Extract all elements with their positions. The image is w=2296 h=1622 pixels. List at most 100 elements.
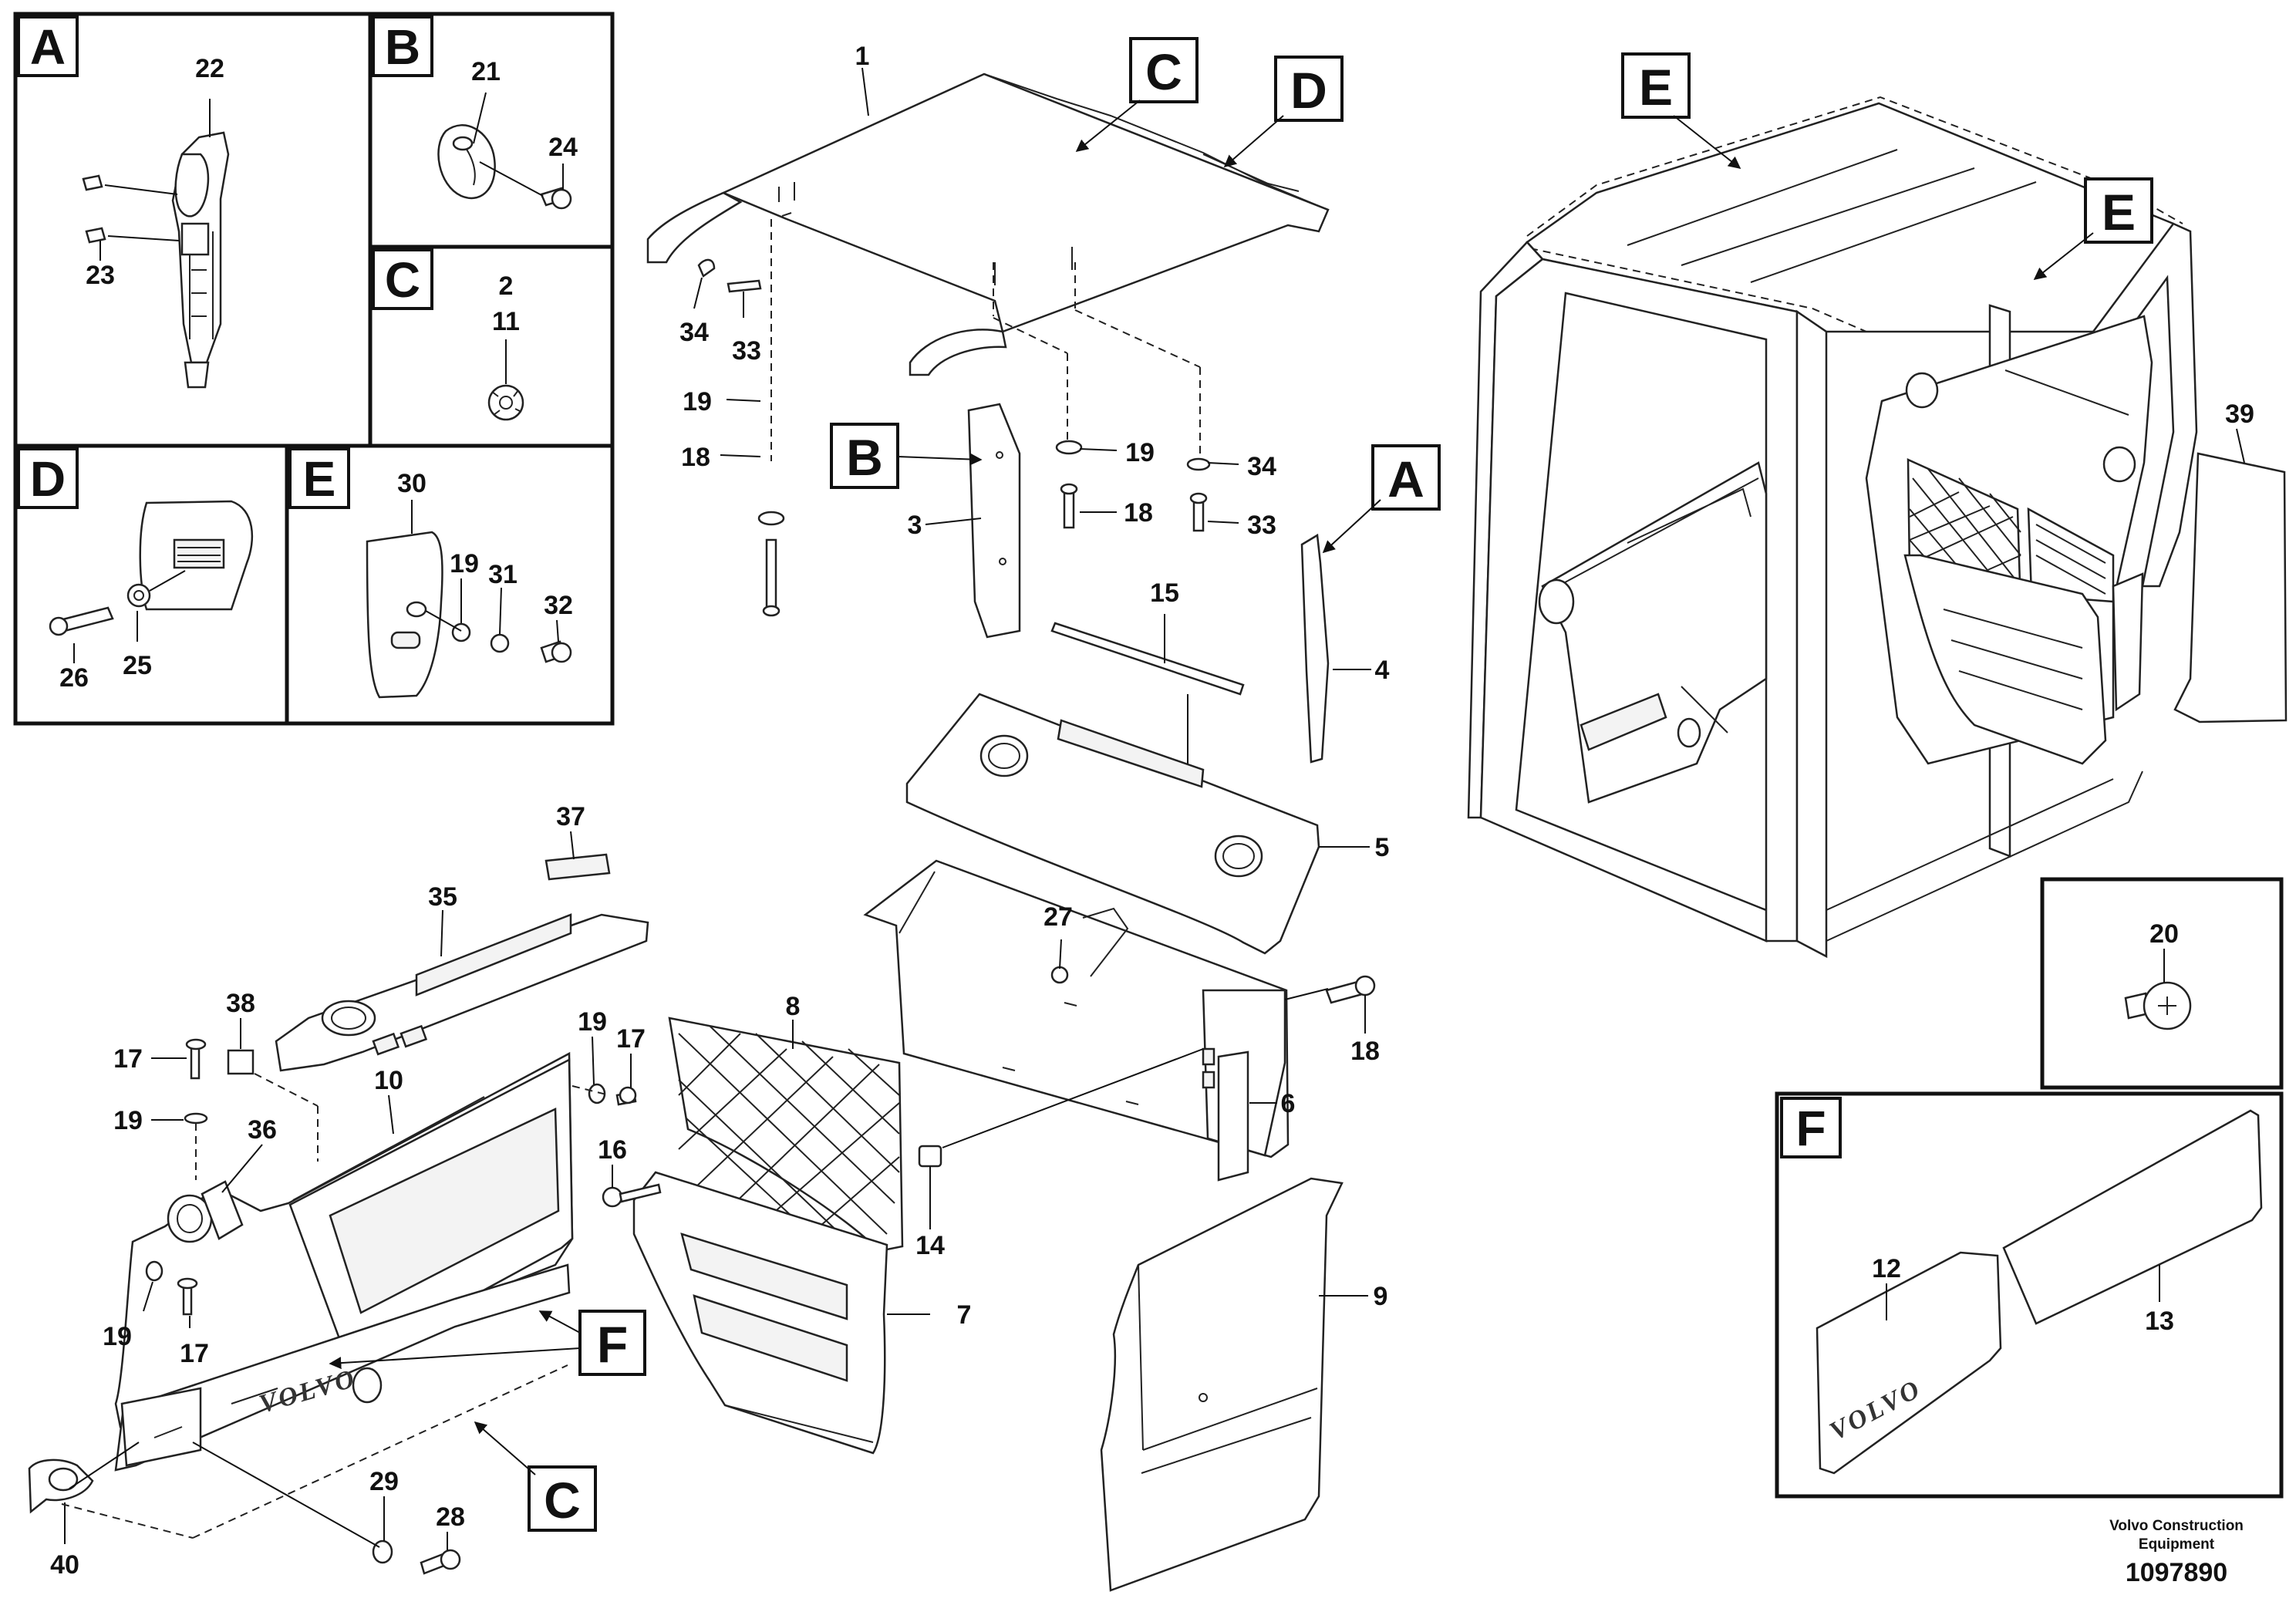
part-label-17-top: 17 — [113, 1044, 143, 1074]
roof-liner-drawing — [646, 73, 1330, 376]
corner-trim-6 — [1217, 1050, 1249, 1182]
part-label-33-left: 33 — [732, 336, 761, 366]
part-label-23: 23 — [86, 261, 115, 290]
box-letter-d: D — [17, 447, 79, 509]
callout-e-side: E — [2084, 177, 2153, 244]
part-label-25: 25 — [123, 651, 152, 680]
svg-text:D: D — [30, 451, 66, 507]
part-label-19-roof-mid: 19 — [1125, 438, 1155, 467]
svg-text:C: C — [544, 1472, 581, 1529]
svg-text:E: E — [1639, 59, 1673, 116]
svg-text:C: C — [1145, 43, 1182, 100]
plate-38 — [227, 1049, 255, 1075]
box-a-handle-drawing — [82, 131, 230, 389]
part-label-31: 31 — [488, 560, 518, 589]
part-label-22: 22 — [195, 54, 224, 83]
side-liner-9 — [1100, 1177, 1344, 1592]
part-label-36: 36 — [248, 1115, 277, 1145]
part-label-2: 2 — [499, 271, 514, 301]
part-label-19-top: 19 — [113, 1106, 143, 1135]
part-label-38: 38 — [226, 989, 255, 1018]
top-console-35 — [275, 913, 649, 1072]
part-label-9: 9 — [1374, 1282, 1388, 1311]
part-label-3: 3 — [908, 511, 922, 540]
part-label-7: 7 — [957, 1300, 972, 1330]
part-label-19-lower: 19 — [103, 1322, 132, 1351]
svg-text:E: E — [2102, 184, 2136, 241]
footer-credit: Volvo Construction Equipment 1097890 — [2109, 1518, 2244, 1587]
part-label-4: 4 — [1375, 656, 1390, 685]
part-label-20: 20 — [2149, 919, 2179, 949]
side-console-10 — [114, 1051, 574, 1472]
part-label-6: 6 — [1281, 1089, 1296, 1118]
part-label-12: 12 — [1872, 1254, 1901, 1283]
cab-frame-drawing — [1467, 96, 2198, 959]
part-labels: 22 23 21 24 2 11 26 25 30 19 31 32 1 34 … — [50, 42, 2254, 1580]
part-label-15: 15 — [1150, 578, 1179, 608]
part-label-8: 8 — [786, 992, 801, 1021]
part-label-37: 37 — [556, 802, 585, 831]
part-label-39: 39 — [2225, 400, 2254, 429]
storage-tray-7 — [632, 1171, 888, 1455]
svg-text:D: D — [1290, 62, 1327, 119]
part-label-18-right: 18 — [1350, 1037, 1380, 1066]
box-letter-b: B — [372, 15, 433, 77]
callout-e-roof: E — [1621, 52, 1691, 119]
part-label-14: 14 — [915, 1231, 945, 1260]
part-label-40: 40 — [50, 1550, 79, 1580]
box-d-latch-drawing — [49, 500, 254, 636]
part-label-34-right: 34 — [1247, 452, 1276, 481]
cover-plate-37 — [544, 853, 611, 881]
part-label-19-roof-left: 19 — [683, 387, 712, 416]
screw-17-washer-19-lower — [145, 1260, 198, 1316]
box-letter-e: E — [288, 447, 350, 509]
callout-a-strip: A — [1371, 444, 1441, 511]
part-label-35: 35 — [428, 882, 457, 912]
svg-text:F: F — [597, 1316, 628, 1373]
screw-17-washer-19-right — [588, 1083, 637, 1106]
part-label-34-left: 34 — [679, 318, 709, 347]
svg-text:E: E — [303, 451, 336, 507]
part-label-11: 11 — [492, 307, 520, 336]
cup-holder-40 — [28, 1458, 94, 1514]
part-label-17-lower: 17 — [180, 1339, 209, 1368]
callout-c-console: C — [528, 1465, 597, 1532]
footer-drawing-number: 1097890 — [2126, 1558, 2227, 1587]
footer-company-line2: Equipment — [2139, 1536, 2215, 1553]
decal-12 — [1816, 1251, 2002, 1475]
part-label-28: 28 — [436, 1502, 465, 1532]
part-label-21: 21 — [471, 57, 501, 86]
bolt-28-washer-29 — [372, 1539, 461, 1575]
part-label-1: 1 — [855, 42, 870, 71]
callout-d-roof: D — [1274, 56, 1344, 122]
box-c-washer-drawing — [487, 384, 524, 421]
part-label-13: 13 — [2145, 1307, 2174, 1336]
footer-company-line1: Volvo Construction — [2109, 1518, 2244, 1534]
box-e-cover-drawing — [366, 531, 572, 699]
callout-c-roof: C — [1129, 37, 1199, 103]
box-b-clip-drawing — [437, 124, 572, 210]
seal-strip-15 — [1050, 622, 1245, 696]
part-label-17-console: 17 — [616, 1024, 646, 1054]
part-label-32: 32 — [544, 591, 573, 620]
part-label-26: 26 — [59, 663, 89, 693]
screw-17-washer-19-left — [184, 1038, 208, 1125]
roof-fasteners — [697, 258, 1211, 617]
svg-text:C: C — [385, 252, 420, 308]
part-label-19-e: 19 — [450, 549, 479, 578]
part-label-10: 10 — [374, 1066, 403, 1095]
bracket-36 — [201, 1180, 244, 1240]
svg-text:A: A — [1387, 450, 1424, 508]
screw-16 — [602, 1183, 662, 1208]
part-label-33-right: 33 — [1247, 511, 1276, 540]
part-label-30: 30 — [397, 469, 426, 498]
part-label-18-roof-mid: 18 — [1124, 498, 1153, 528]
svg-text:F: F — [1795, 1101, 1826, 1156]
detail-panel-frame — [13, 12, 615, 448]
trim-strip-4 — [1300, 533, 1330, 764]
decal-13 — [2002, 1109, 2263, 1325]
part-label-27: 27 — [1043, 902, 1073, 932]
svg-text:B: B — [385, 19, 420, 75]
